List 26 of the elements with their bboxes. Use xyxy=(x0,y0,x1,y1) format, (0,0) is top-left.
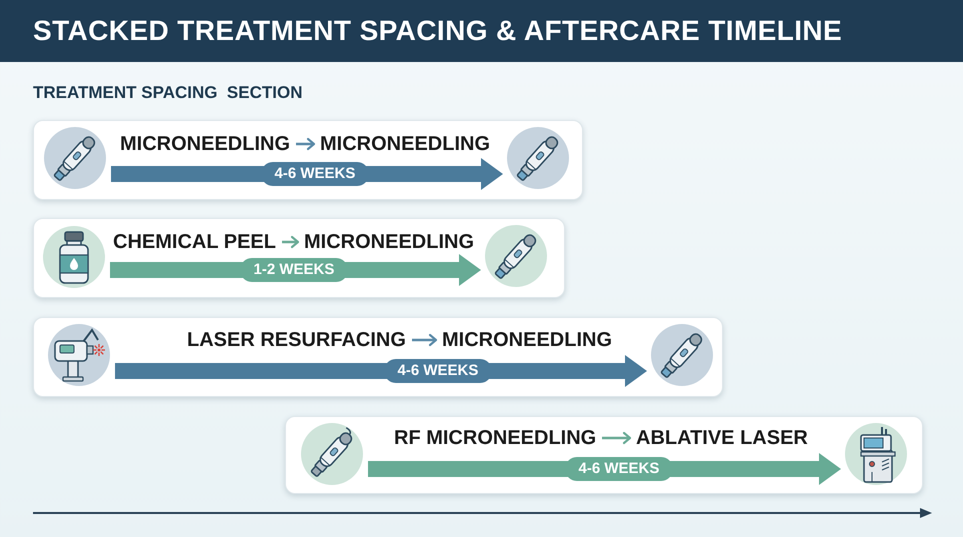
treatment-name: MICRONEEDLING xyxy=(304,231,474,253)
pen-icon xyxy=(43,126,107,190)
section-heading: TREATMENT SPACING SECTION xyxy=(33,83,302,103)
treatment-name: MICRONEEDLING xyxy=(120,133,290,155)
treatment-name: ABLATIVE LASER xyxy=(636,427,808,449)
treatment-card xyxy=(33,317,723,397)
pen-icon xyxy=(506,126,570,190)
treatment-card xyxy=(33,120,583,200)
arrow xyxy=(282,236,300,248)
treatment-name: LASER RESURFACING xyxy=(187,329,406,351)
treatment-name: RF MICRONEEDLING xyxy=(394,427,596,449)
pen-icon xyxy=(484,224,548,288)
arrow xyxy=(602,432,632,444)
pen-icon xyxy=(650,323,714,387)
treatment-name: MICRONEEDLING xyxy=(320,133,490,155)
treatment-card xyxy=(33,218,565,298)
treatment-name: MICRONEEDLING xyxy=(442,329,612,351)
title: STACKED TREATMENT SPACING & AFTERCARE TIMELINE xyxy=(33,15,842,47)
treatment-card xyxy=(285,416,923,494)
bottle-icon xyxy=(42,225,106,289)
machine-icon xyxy=(844,422,908,486)
arrow xyxy=(412,334,438,346)
corded-pen-icon xyxy=(300,422,364,486)
treatment-name: CHEMICAL PEEL xyxy=(113,231,276,253)
handheld-device-icon xyxy=(47,323,111,387)
arrow xyxy=(296,138,316,150)
